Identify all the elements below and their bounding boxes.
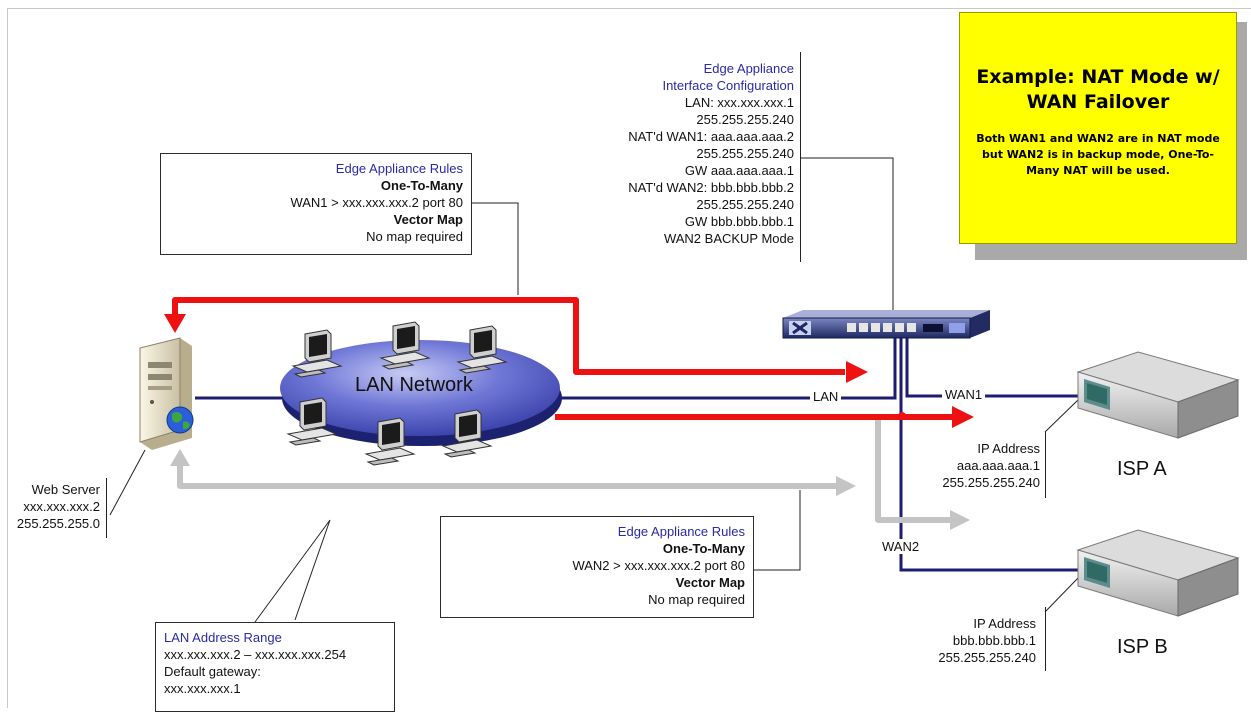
modem-icon [1078, 530, 1238, 616]
rules-wan1-heading1: One-To-Many [169, 177, 463, 194]
rules-wan2-box: Edge Appliance Rules One-To-Many WAN2 > … [440, 516, 754, 618]
isp-a-name: ISP A [1117, 458, 1167, 481]
red-flow-node [898, 412, 906, 420]
rack-appliance-icon [783, 310, 990, 338]
example-title-line1: Example: NAT Mode w/ [960, 65, 1236, 90]
isp-b-mask: 255.255.255.240 [916, 649, 1036, 666]
interface-config-line: GW bbb.bbb.bbb.1 [590, 213, 794, 230]
lan-range-gateway: xxx.xxx.xxx.1 [164, 680, 386, 697]
ispa-connector [1045, 400, 1078, 432]
modem-icon [1078, 352, 1238, 438]
lan-range-box: LAN Address Range xxx.xxx.xxx.2 – xxx.xx… [155, 622, 395, 712]
rules-wan2-rule: WAN2 > xxx.xxx.xxx.2 port 80 [449, 557, 745, 574]
example-title-line2: WAN Failover [960, 90, 1236, 115]
isp-a-ip: aaa.aaa.aaa.1 [920, 457, 1040, 474]
isp-b-bracket [1045, 607, 1046, 671]
isp-b-ip: bbb.bbb.bbb.1 [916, 632, 1036, 649]
interface-config-title-2: Interface Configuration [590, 77, 794, 94]
rules-wan1-rule: WAN1 > xxx.xxx.xxx.2 port 80 [169, 194, 463, 211]
web-server-name: Web Server [0, 481, 100, 498]
interface-config-line: 255.255.255.240 [590, 111, 794, 128]
globe-icon [167, 407, 193, 433]
lan-range-gateway-label: Default gateway: [164, 663, 386, 680]
lanrange-connector [255, 520, 330, 622]
isp-b-info: IP Address bbb.bbb.bbb.1 255.255.255.240 [916, 615, 1036, 666]
lan-range-title: LAN Address Range [164, 629, 386, 646]
rules-wan2-heading1: One-To-Many [449, 540, 745, 557]
rules-wan2-map: No map required [449, 591, 745, 608]
interface-config-line: LAN: xxx.xxx.xxx.1 [590, 94, 794, 111]
gray-arrow-right-1 [836, 476, 856, 496]
interface-config-line: GW aaa.aaa.aaa.1 [590, 162, 794, 179]
web-server-info: Web Server xxx.xxx.xxx.2 255.255.255.0 [0, 481, 100, 532]
interface-config-line: 255.255.255.240 [590, 145, 794, 162]
interface-config-line: NAT'd WAN2: bbb.bbb.bbb.2 [590, 179, 794, 196]
interface-config-line: 255.255.255.240 [590, 196, 794, 213]
lan-appliance-link [555, 338, 895, 398]
isp-a-info: IP Address aaa.aaa.aaa.1 255.255.255.240 [920, 440, 1040, 491]
web-server-bracket [106, 478, 107, 538]
rules-wan1-heading2: Vector Map [169, 211, 463, 228]
rules-wan1-title: Edge Appliance Rules [169, 160, 463, 177]
gray-flow-main [180, 465, 845, 486]
rules-wan2-heading2: Vector Map [449, 574, 745, 591]
example-callout: Example: NAT Mode w/ WAN Failover Both W… [959, 12, 1237, 244]
lan-network-label: LAN Network [355, 374, 473, 397]
isp-a-bracket [1045, 432, 1046, 498]
red-arrow-right-2 [952, 406, 974, 428]
gray-arrow-up [170, 449, 190, 466]
isp-a-mask: 255.255.255.240 [920, 474, 1040, 491]
red-arrow-right-1 [846, 361, 868, 383]
web-server-ip: xxx.xxx.xxx.2 [0, 498, 100, 515]
lan-link-label: LAN [810, 389, 841, 404]
wan1-link-label: WAN1 [942, 387, 985, 402]
interface-config-title-1: Edge Appliance [590, 60, 794, 77]
web-server-mask: 255.255.255.0 [0, 515, 100, 532]
isp-b-name: ISP B [1117, 636, 1168, 659]
lan-range-value: xxx.xxx.xxx.2 – xxx.xxx.xxx.254 [164, 646, 386, 663]
interface-config-bracket [800, 52, 801, 262]
gray-arrow-right-2 [950, 510, 970, 530]
rules-wan2-connector [752, 490, 800, 570]
example-title: Example: NAT Mode w/ WAN Failover [960, 65, 1236, 115]
server-tower-icon [140, 338, 192, 450]
wan2-link-label: WAN2 [879, 539, 922, 554]
isp-a-ip-label: IP Address [920, 440, 1040, 457]
interface-config-line: WAN2 BACKUP Mode [590, 230, 794, 247]
red-arrow-down [164, 314, 186, 333]
interface-config: Edge Appliance Interface Configuration L… [590, 60, 794, 247]
isp-b-ip-label: IP Address [916, 615, 1036, 632]
rules-wan1-map: No map required [169, 228, 463, 245]
webserver-connector [110, 450, 145, 515]
backup-flow [180, 415, 955, 520]
wan1-link [907, 338, 1078, 396]
example-body: Both WAN1 and WAN2 are in NAT mode but W… [972, 131, 1224, 179]
rules-wan1-box: Edge Appliance Rules One-To-Many WAN1 > … [160, 153, 472, 255]
rules-wan2-title: Edge Appliance Rules [449, 523, 745, 540]
config-connector [800, 158, 893, 322]
interface-config-line: NAT'd WAN1: aaa.aaa.aaa.2 [590, 128, 794, 145]
ispb-connector [1045, 578, 1078, 612]
rules-wan1-connector [470, 203, 518, 295]
